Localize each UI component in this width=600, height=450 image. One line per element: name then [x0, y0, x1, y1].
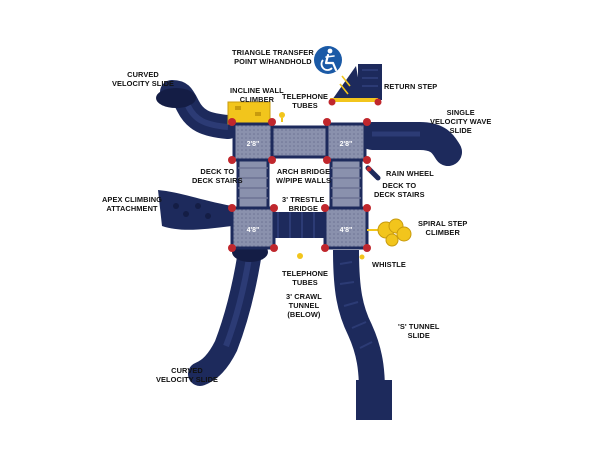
- telephone-tube-top: [279, 112, 285, 122]
- label-arch-bridge: ARCH BRIDGE W/PIPE WALLS: [276, 167, 331, 185]
- accessibility-icon: [314, 46, 342, 74]
- deck-upper-right: 2'8": [325, 122, 367, 162]
- label-trestle-bridge: 3' TRESTLE BRIDGE: [282, 195, 325, 213]
- triangle-transfer-point: [330, 64, 382, 102]
- label-telephone-top: TELEPHONE TUBES: [282, 92, 329, 110]
- telephone-tube-bottom: [297, 253, 303, 259]
- s-tunnel-slide: [333, 249, 392, 420]
- deck-height-label: 2'8": [247, 141, 260, 148]
- label-whistle: WHISTLE: [372, 260, 406, 269]
- deck-height-label: 4'8": [247, 227, 260, 234]
- curved-velocity-slide-top: [156, 80, 240, 139]
- label-crawl-tunnel: 3' CRAWL TUNNEL (BELOW): [286, 292, 322, 319]
- deck-height-label: 4'8": [340, 227, 353, 234]
- label-apex-climbing: APEX CLIMBING ATTACHMENT: [102, 195, 163, 213]
- label-triangle-transfer: TRIANGLE TRANSFER POINT W/HANDHOLD: [232, 48, 314, 66]
- label-s-tunnel: 'S' TUNNEL SLIDE: [398, 322, 440, 340]
- label-single-wave: SINGLE VELOCITY WAVE SLIDE: [430, 108, 492, 135]
- label-return-step: RETURN STEP: [384, 82, 438, 91]
- apex-climbing-attachment: [158, 190, 232, 230]
- deck-upper-left: 2'8": [232, 122, 274, 162]
- deck-lower-right: 4'8": [323, 206, 369, 250]
- posts: [228, 98, 382, 252]
- spiral-step-climber: [367, 218, 412, 247]
- deck-height-label: 2'8": [340, 141, 353, 148]
- curved-velocity-slide-bottom: [188, 240, 268, 386]
- label-curved-slide-bottom: CURVED VELOCITY SLIDE: [156, 366, 219, 384]
- label-deck-stairs-right: DECK TO DECK STAIRS: [374, 181, 425, 199]
- label-rain-wheel: RAIN WHEEL: [386, 169, 434, 178]
- whistle: [359, 254, 365, 260]
- label-telephone-bottom: TELEPHONE TUBES: [282, 269, 329, 287]
- single-velocity-wave-slide: [358, 122, 462, 166]
- deck-lower-left: 4'8": [230, 206, 276, 250]
- label-deck-stairs-left: DECK TO DECK STAIRS: [192, 167, 243, 185]
- label-incline-wall: INCLINE WALL CLIMBER: [230, 86, 284, 104]
- label-curved-slide-top: CURVED VELOCITY SLIDE: [112, 70, 175, 88]
- rain-wheel: [365, 165, 381, 181]
- label-spiral-step: SPIRAL STEP CLIMBER: [418, 219, 468, 237]
